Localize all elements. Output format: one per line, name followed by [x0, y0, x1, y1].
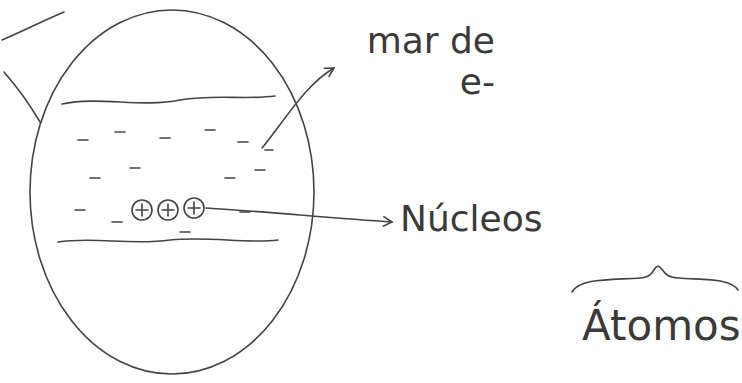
zoom-line: [2, 12, 64, 40]
curly-brace: [572, 266, 738, 292]
band-line: [58, 239, 278, 242]
electron-sea-label: mar de e-: [345, 20, 495, 103]
zoom-line: [4, 72, 40, 122]
leader-arrow: [262, 68, 334, 148]
nucleus-symbols: [132, 198, 204, 220]
electron-marks: [75, 130, 273, 232]
atoms-label: Átomos: [582, 302, 738, 350]
leader-arrow: [206, 208, 392, 222]
band-line: [62, 96, 275, 104]
magnify-circle: [30, 10, 314, 374]
nucleus-label: Núcleos: [400, 198, 620, 239]
